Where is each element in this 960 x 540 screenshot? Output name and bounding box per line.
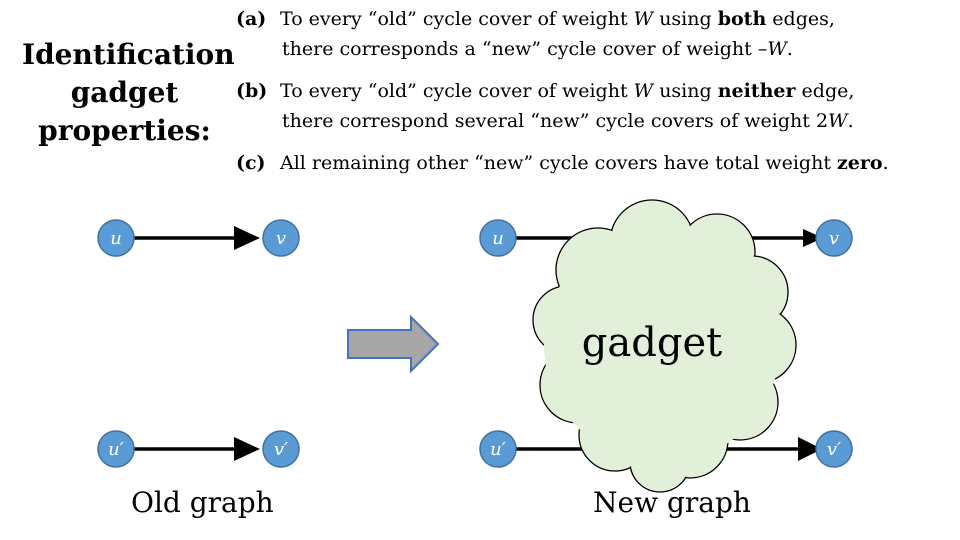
title-line-1: Identification	[22, 38, 235, 71]
property-b-text: To every “old” cycle cover of weight	[280, 80, 634, 102]
new-node-v-prime-label: v′	[827, 439, 841, 460]
property-a-text: To every “old” cycle cover of weight	[280, 8, 634, 30]
property-b-text: edge,	[795, 80, 855, 102]
new-node-u	[479, 219, 517, 257]
old-node-u-prime	[97, 430, 135, 468]
old-node-u	[97, 219, 135, 257]
new-node-v-prime	[815, 430, 853, 468]
property-a: (a)To every “old” cycle cover of weight …	[236, 4, 835, 64]
gadget-label: gadget	[582, 320, 722, 366]
old-node-v	[262, 219, 300, 257]
property-a-emphasis: both	[717, 8, 767, 30]
weight-var: W	[633, 80, 654, 102]
property-a-text: edges,	[766, 8, 835, 30]
property-b-text: .	[847, 110, 854, 132]
property-a-label: (a)	[236, 8, 267, 30]
new-node-v	[815, 219, 853, 257]
transform-arrow	[347, 314, 440, 374]
gadget-cloud	[532, 199, 797, 493]
property-c: (c) All remaining other “new” cycle cover…	[236, 148, 889, 178]
weight-var: W	[767, 38, 787, 60]
new-node-u-prime	[479, 430, 517, 468]
old-edge-uv-prime-arrowhead	[234, 437, 260, 461]
property-b-label: (b)	[236, 80, 268, 102]
slide-title: Identification gadget properties:	[22, 36, 235, 150]
property-b-emphasis: neither	[717, 80, 796, 102]
property-b-text: there correspond several “new” cycle cov…	[282, 110, 829, 132]
property-c-emphasis: zero	[837, 152, 883, 174]
old-node-v-prime-label: v′	[274, 439, 288, 460]
new-node-u-label: u	[492, 228, 504, 249]
title-line-2: gadget	[70, 76, 179, 109]
old-node-v-prime	[262, 430, 300, 468]
property-a-text: using	[653, 8, 718, 30]
old-edge-uv-arrowhead	[234, 226, 260, 250]
property-b: (b)To every “old” cycle cover of weight …	[236, 76, 854, 136]
old-graph-caption: Old graph	[131, 486, 274, 519]
title-line-3: properties:	[38, 114, 211, 147]
property-a-text: .	[786, 38, 793, 60]
new-node-u-prime-label: u′	[490, 439, 506, 460]
old-node-u-prime-label: u′	[108, 439, 124, 460]
new-node-v-label: v	[829, 228, 839, 249]
new-edge-uv-arrowhead	[803, 229, 823, 247]
property-a-text: there corresponds a “new” cycle cover of…	[282, 38, 768, 60]
property-b-text: using	[653, 80, 718, 102]
new-edge-uv-prime-arrowhead	[798, 437, 822, 461]
weight-var: W	[633, 8, 654, 30]
old-node-u-label: u	[110, 228, 122, 249]
property-c-text: .	[882, 152, 889, 174]
weight-var: W	[828, 110, 848, 132]
old-node-v-label: v	[276, 228, 286, 249]
property-c-label: (c)	[236, 152, 266, 174]
new-graph-caption: New graph	[593, 486, 751, 519]
property-c-text: All remaining other “new” cycle covers h…	[280, 152, 838, 174]
